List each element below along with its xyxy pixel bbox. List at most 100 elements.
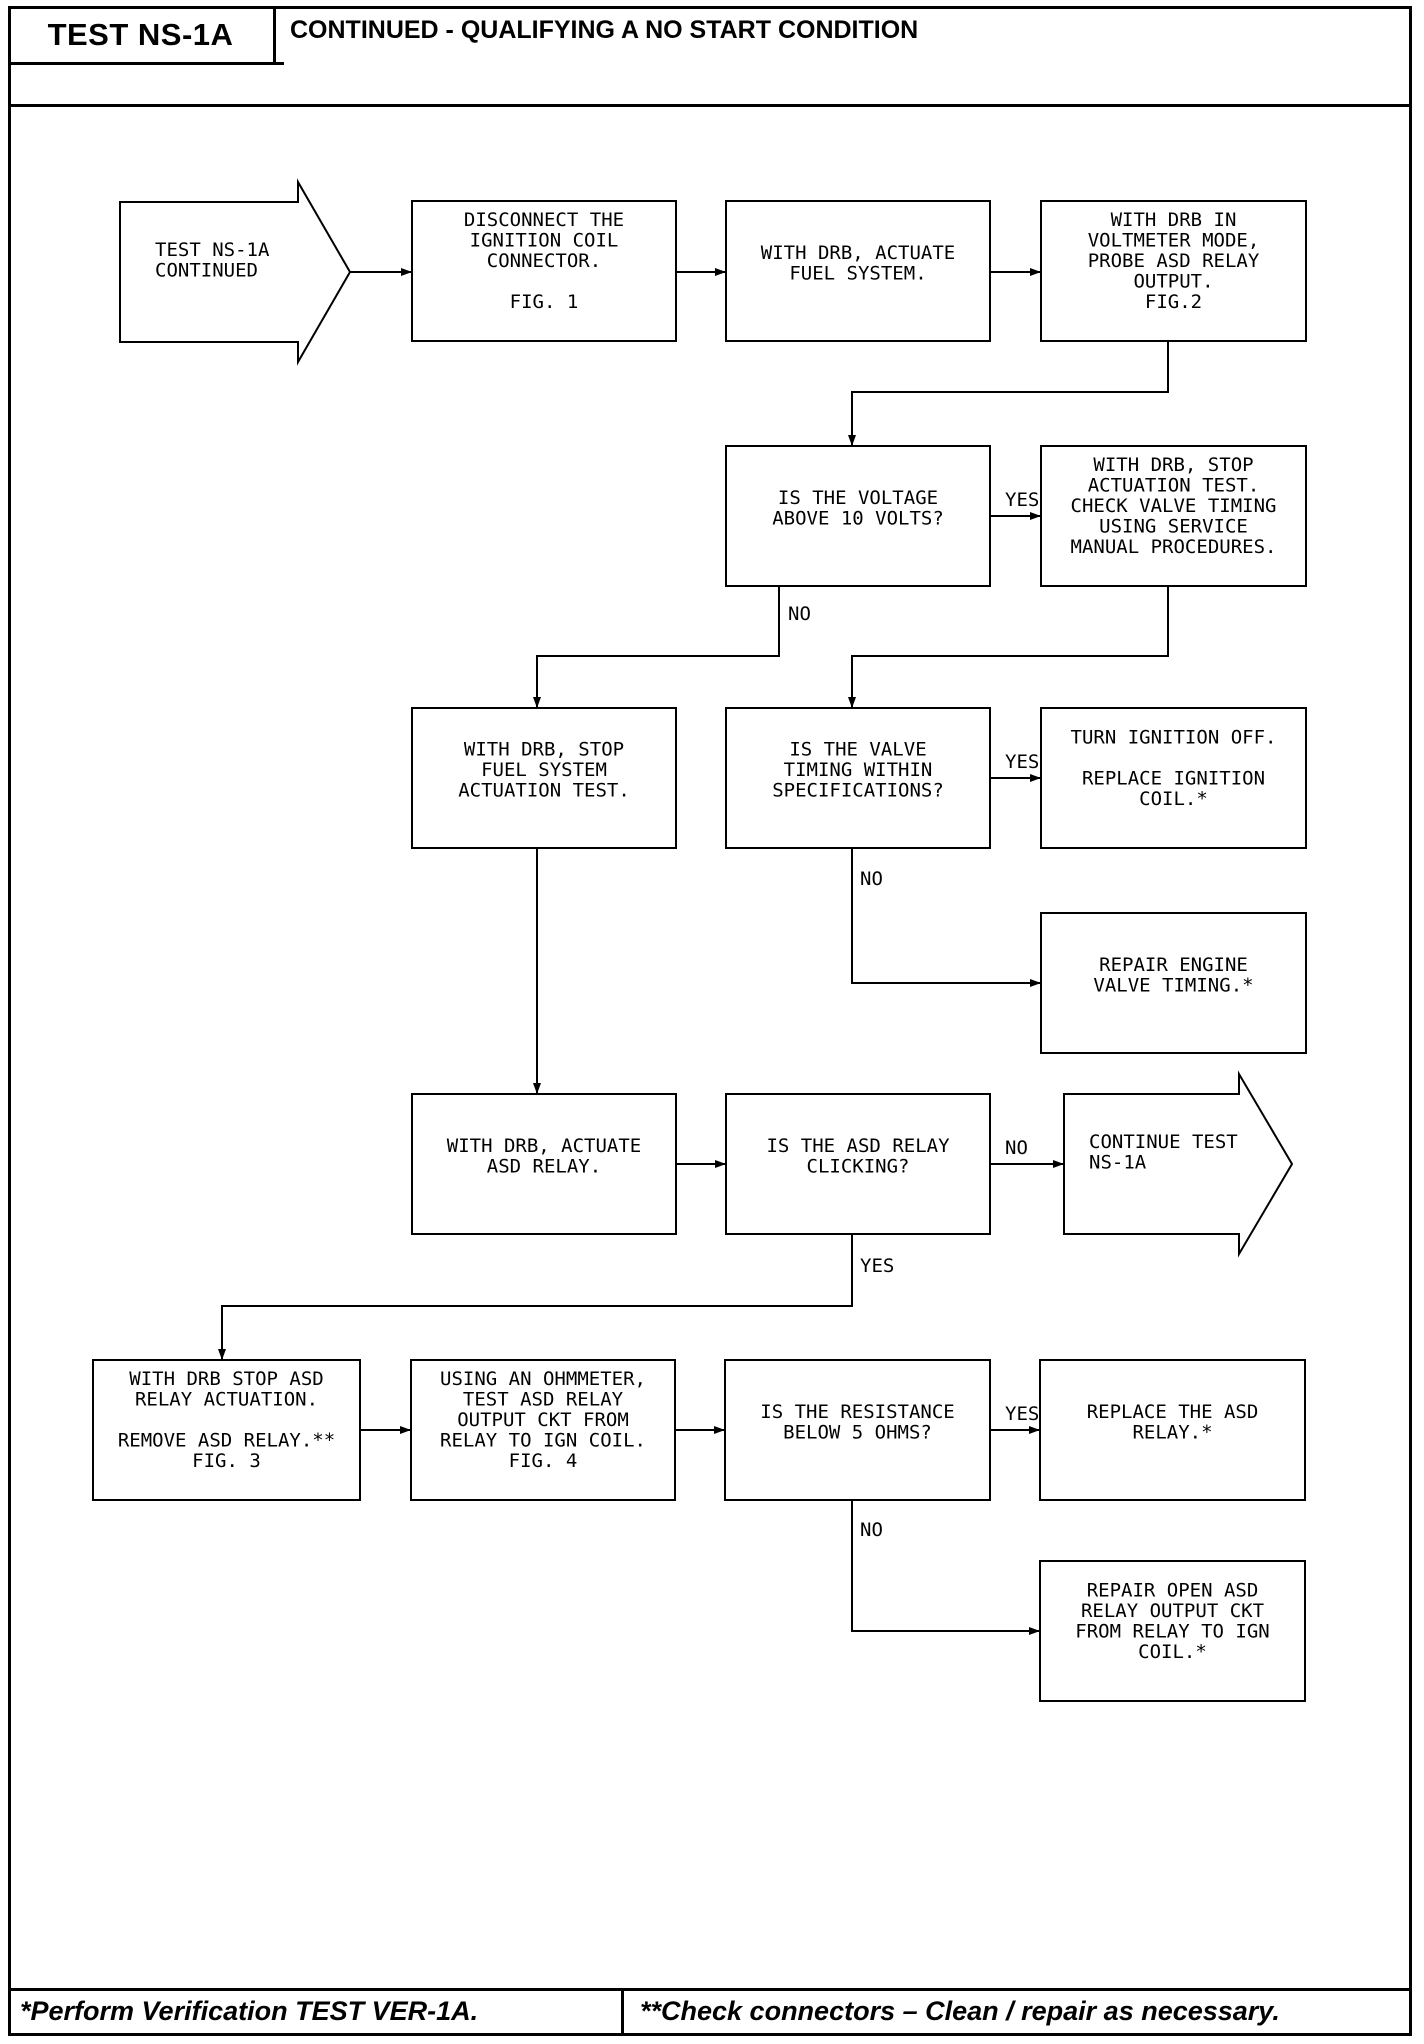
box-actuate-fuel-system-line: WITH DRB, ACTUATE xyxy=(761,242,955,264)
box-replace-ignition-coil-line: COIL.* xyxy=(1139,788,1208,810)
label-no-resistance: NO xyxy=(860,1519,883,1541)
decision-valve-timing-line: SPECIFICATIONS? xyxy=(772,780,944,802)
page-title: CONTINUED - QUALIFYING A NO START CONDIT… xyxy=(290,16,919,44)
box-repair-open-asd-circuit-line: REPAIR OPEN ASD xyxy=(1087,1579,1259,1601)
box-actuate-asd-relay-line: WITH DRB, ACTUATE xyxy=(447,1135,641,1157)
decision-valve-timing-border xyxy=(725,707,991,849)
end-arrow-continue-test-line: CONTINUE TEST xyxy=(1089,1131,1238,1153)
box-repair-open-asd-circuit-line: FROM RELAY TO IGN xyxy=(1075,1620,1269,1642)
box-stop-actuation-check-valve-line: CHECK VALVE TIMING xyxy=(1071,495,1277,517)
connector-voltage-no xyxy=(533,586,780,708)
start-arrow-test-ns-1a-line: TEST NS-1A xyxy=(155,239,270,261)
box-disconnect-coil-line: FIG. 1 xyxy=(510,291,579,313)
box-repair-valve-timing-line: REPAIR ENGINE xyxy=(1099,954,1248,976)
label-no-clicking: NO xyxy=(1005,1137,1028,1159)
box-stop-asd-relay-line: REMOVE ASD RELAY.** xyxy=(118,1430,335,1452)
decision-resistance-below-5-line: BELOW 5 OHMS? xyxy=(783,1421,932,1443)
box-replace-ignition-coil-border xyxy=(1040,707,1307,849)
start-arrow-test-ns-1a-shape xyxy=(119,178,352,366)
box-stop-actuation-check-valve-border xyxy=(1040,445,1307,587)
box-voltmeter-mode-line: OUTPUT. xyxy=(1133,271,1213,293)
start-arrow-test-ns-1a-line: CONTINUED xyxy=(155,260,258,282)
connector-voltmeter-to-voltage-q xyxy=(848,341,1169,446)
connector-valve-check-to-valve-q xyxy=(848,586,1169,708)
box-stop-asd-relay-line: WITH DRB STOP ASD xyxy=(129,1368,323,1390)
footer-verification-note: *Perform Verification TEST VER-1A. xyxy=(20,1996,479,2026)
label-yes-voltage: YES xyxy=(1005,489,1039,511)
box-ohmmeter-test-line: TEST ASD RELAY xyxy=(463,1389,624,1411)
box-disconnect-coil-line: DISCONNECT THE xyxy=(464,209,624,231)
footer-divider xyxy=(621,1988,624,2036)
box-stop-fuel-system-line: FUEL SYSTEM xyxy=(481,759,607,781)
box-stop-actuation-check-valve-line: MANUAL PROCEDURES. xyxy=(1071,536,1277,558)
box-voltmeter-mode-line: PROBE ASD RELAY xyxy=(1088,250,1260,272)
decision-asd-relay-clicking-line: IS THE ASD RELAY xyxy=(766,1135,950,1157)
box-stop-fuel-system-border xyxy=(411,707,677,849)
connectors xyxy=(218,268,1169,1635)
decision-resistance-below-5-border xyxy=(724,1359,991,1501)
box-actuate-asd-relay-border xyxy=(411,1093,677,1235)
box-ohmmeter-test-line: USING AN OHMMETER, xyxy=(440,1368,646,1390)
box-disconnect-coil-line: CONNECTOR. xyxy=(487,250,601,272)
decision-resistance-below-5-line: IS THE RESISTANCE xyxy=(760,1401,954,1423)
label-no-valve: NO xyxy=(860,868,883,890)
box-ohmmeter-test-line: RELAY TO IGN COIL. xyxy=(440,1430,646,1452)
box-stop-actuation-check-valve-line: ACTUATION TEST. xyxy=(1088,475,1260,497)
box-stop-actuation-check-valve-line: USING SERVICE xyxy=(1099,516,1248,538)
box-replace-asd-relay-line: RELAY.* xyxy=(1132,1421,1212,1443)
test-id: TEST NS-1A xyxy=(8,6,276,63)
box-stop-fuel-system-line: WITH DRB, STOP xyxy=(464,739,624,761)
box-ohmmeter-test-line: FIG. 4 xyxy=(509,1450,578,1472)
box-disconnect-coil-border xyxy=(411,200,677,342)
box-repair-open-asd-circuit-border xyxy=(1039,1560,1306,1702)
box-ohmmeter-test-line: OUTPUT CKT FROM xyxy=(457,1409,629,1431)
box-stop-fuel-system-line: ACTUATION TEST. xyxy=(458,780,630,802)
box-voltmeter-mode-line: VOLTMETER MODE, xyxy=(1088,230,1260,252)
end-arrow-continue-test-line: NS-1A xyxy=(1089,1152,1147,1174)
end-arrow-continue-test-shape xyxy=(1063,1070,1294,1258)
box-voltmeter-mode-line: FIG.2 xyxy=(1145,291,1202,313)
label-no-voltage: NO xyxy=(788,603,811,625)
box-stop-asd-relay-line: FIG. 3 xyxy=(192,1450,261,1472)
connector-clicking-yes xyxy=(218,1234,853,1360)
box-stop-asd-relay-border xyxy=(92,1359,361,1501)
footer-rule xyxy=(8,1988,1412,1991)
decision-asd-relay-clicking-line: CLICKING? xyxy=(807,1155,910,1177)
box-ohmmeter-test-border xyxy=(410,1359,676,1501)
decision-valve-timing-line: TIMING WITHIN xyxy=(784,759,933,781)
label-yes-resistance: YES xyxy=(1005,1403,1039,1425)
box-actuate-fuel-system-border xyxy=(725,200,991,342)
box-repair-valve-timing-line: VALVE TIMING.* xyxy=(1093,974,1253,996)
box-replace-asd-relay-border xyxy=(1039,1359,1306,1501)
box-replace-ignition-coil-line: TURN IGNITION OFF. xyxy=(1071,726,1277,748)
box-repair-open-asd-circuit-line: COIL.* xyxy=(1138,1641,1207,1663)
decision-valve-timing-line: IS THE VALVE xyxy=(789,739,926,761)
box-disconnect-coil-line: IGNITION COIL xyxy=(470,230,619,252)
box-actuate-fuel-system-line: FUEL SYSTEM. xyxy=(789,262,926,284)
box-replace-ignition-coil-line: REPLACE IGNITION xyxy=(1082,767,1265,789)
box-repair-valve-timing-border xyxy=(1040,912,1307,1054)
header-bottom-rule xyxy=(8,104,1412,107)
box-replace-asd-relay-line: REPLACE THE ASD xyxy=(1087,1401,1259,1423)
label-yes-clicking: YES xyxy=(860,1255,894,1277)
decision-voltage-above-10-line: ABOVE 10 VOLTS? xyxy=(772,507,944,529)
